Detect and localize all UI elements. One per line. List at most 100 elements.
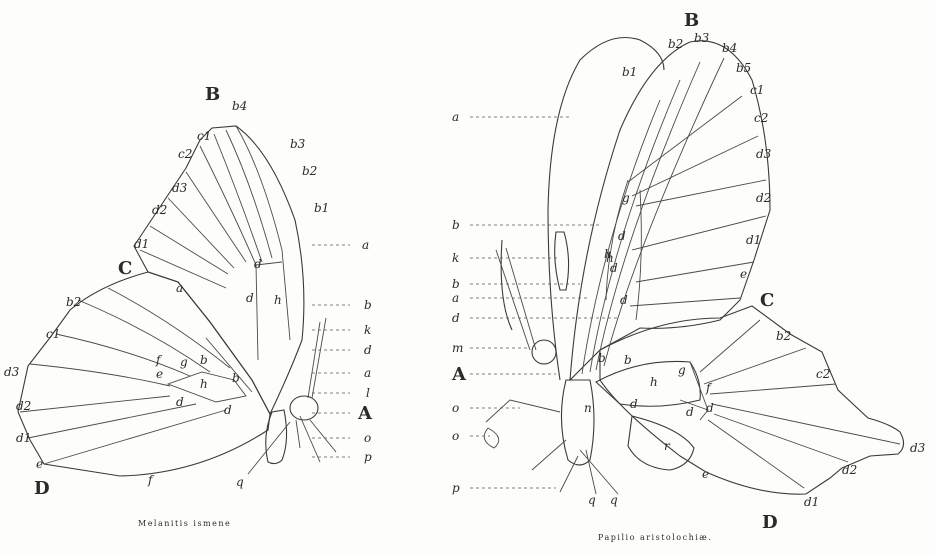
- right-leader-label: o: [452, 429, 459, 443]
- left-leader-label: o: [364, 431, 371, 445]
- right-inner-label: g: [678, 363, 686, 377]
- right-inner-label: h: [606, 251, 614, 265]
- right-margin-label: b3: [694, 31, 710, 45]
- left-margin-label: b3: [290, 137, 306, 151]
- right-margin-label: c2: [816, 367, 830, 381]
- figure-melanitis: B C D A b1 b2 b3 b4 c1 c2 d1 d2 d3 d1 d2…: [4, 84, 373, 528]
- right-inner-label: n: [584, 401, 592, 415]
- left-inner-label: d: [254, 257, 262, 271]
- left-margin-label: c1: [197, 129, 211, 143]
- left-inner-label: a: [176, 281, 183, 295]
- left-inner-label: b: [232, 371, 240, 385]
- right-inner-label: g: [622, 191, 630, 205]
- right-margin-label: d1: [746, 233, 761, 247]
- left-inner-label: e: [156, 367, 163, 381]
- right-label-B: B: [684, 10, 699, 31]
- right-inner-label: r: [664, 439, 671, 453]
- right-margin-label: e: [740, 267, 747, 281]
- right-label-C: C: [760, 290, 774, 311]
- left-margin-label: b2: [66, 295, 81, 309]
- right-leader-label: a: [452, 291, 459, 305]
- right-margin-label: b1: [622, 65, 637, 79]
- right-margin-label: d2: [756, 191, 771, 205]
- right-label-D: D: [762, 512, 778, 533]
- right-leader-label: a: [452, 110, 459, 124]
- right-hindwing: [600, 306, 904, 494]
- right-margin-label: b5: [736, 61, 751, 75]
- left-body: [248, 318, 336, 474]
- right-leader-label: d: [452, 311, 460, 325]
- left-inner-label: g: [180, 355, 188, 369]
- right-forewing-veins: [582, 58, 766, 374]
- right-margin-label: c1: [750, 83, 764, 97]
- right-inner-label: d: [620, 293, 628, 307]
- left-label-D: D: [34, 478, 50, 499]
- right-margin-label: b4: [722, 41, 737, 55]
- left-margin-label: b4: [232, 99, 247, 113]
- left-leader-label: l: [366, 386, 370, 400]
- left-leader-label: k: [364, 323, 371, 337]
- right-leader-label: b: [452, 277, 460, 291]
- right-forewing: [570, 41, 770, 380]
- right-inner-label: b: [598, 351, 606, 365]
- left-leader-label: p: [364, 450, 372, 464]
- right-leader-label: o: [452, 401, 459, 415]
- left-margin-label: d2: [152, 203, 167, 217]
- left-leader-lines: [312, 245, 350, 457]
- right-leader-label: m: [452, 341, 463, 355]
- right-leader-label: p: [452, 481, 460, 495]
- right-leader-label: k: [452, 251, 459, 265]
- right-leader-label: b: [452, 218, 460, 232]
- left-margin-label: b2: [302, 164, 317, 178]
- left-figure-caption: Melanitis ismene: [138, 519, 231, 528]
- right-inner-label: b: [624, 353, 632, 367]
- left-label-C: C: [118, 258, 132, 279]
- right-body: [484, 232, 694, 494]
- left-margin-label: d2: [16, 399, 31, 413]
- right-margin-label: d1: [804, 495, 819, 509]
- left-label-A: A: [357, 403, 373, 424]
- left-margin-label: d1: [134, 237, 149, 251]
- left-margin-label: d1: [16, 431, 31, 445]
- right-margin-label: d3: [756, 147, 772, 161]
- right-inner-label: h: [650, 375, 658, 389]
- left-inner-label: h: [200, 377, 208, 391]
- left-leader-label: a: [364, 366, 371, 380]
- right-margin-label: d2: [842, 463, 857, 477]
- left-leader-label: b: [364, 298, 372, 312]
- left-margin-label: d3: [172, 181, 188, 195]
- left-margin-label: f: [147, 473, 155, 487]
- left-margin-label: q: [236, 475, 244, 489]
- left-inner-label: b: [200, 353, 208, 367]
- right-margin-label: e: [702, 467, 709, 481]
- right-leader-lines: [470, 117, 620, 488]
- left-margin-label: c1: [46, 327, 60, 341]
- right-inner-label: d: [706, 401, 714, 415]
- right-inner-label: d: [630, 397, 638, 411]
- left-margin-label: e: [36, 457, 43, 471]
- right-margin-label: d3: [910, 441, 926, 455]
- left-inner-label: d: [224, 403, 232, 417]
- right-label-A: A: [451, 364, 467, 385]
- left-hindwing-veins: [20, 288, 252, 464]
- right-inner-label: d: [618, 229, 626, 243]
- left-margin-label: b1: [314, 201, 329, 215]
- left-label-B: B: [205, 84, 220, 105]
- right-inner-label: d: [686, 405, 694, 419]
- left-inner-label: d: [176, 395, 184, 409]
- left-inner-label: d: [246, 291, 254, 305]
- left-margin-label: d3: [4, 365, 20, 379]
- right-margin-label: c2: [754, 111, 768, 125]
- right-margin-label: q: [610, 493, 618, 507]
- right-margin-label: b2: [776, 329, 791, 343]
- right-margin-label: q: [588, 493, 596, 507]
- figure-papilio: B C D A b1 b2 b3 b4 b5 c1 c2 d3 d2 d1 e …: [451, 10, 926, 542]
- right-margin-label: b2: [668, 37, 683, 51]
- left-leader-label: a: [362, 238, 369, 252]
- left-margin-label: c2: [178, 147, 192, 161]
- left-leader-label: d: [364, 343, 372, 357]
- right-inner-label: f: [705, 381, 713, 395]
- right-figure-caption: Papilio aristolochiæ.: [598, 533, 712, 542]
- left-inner-label: h: [274, 293, 282, 307]
